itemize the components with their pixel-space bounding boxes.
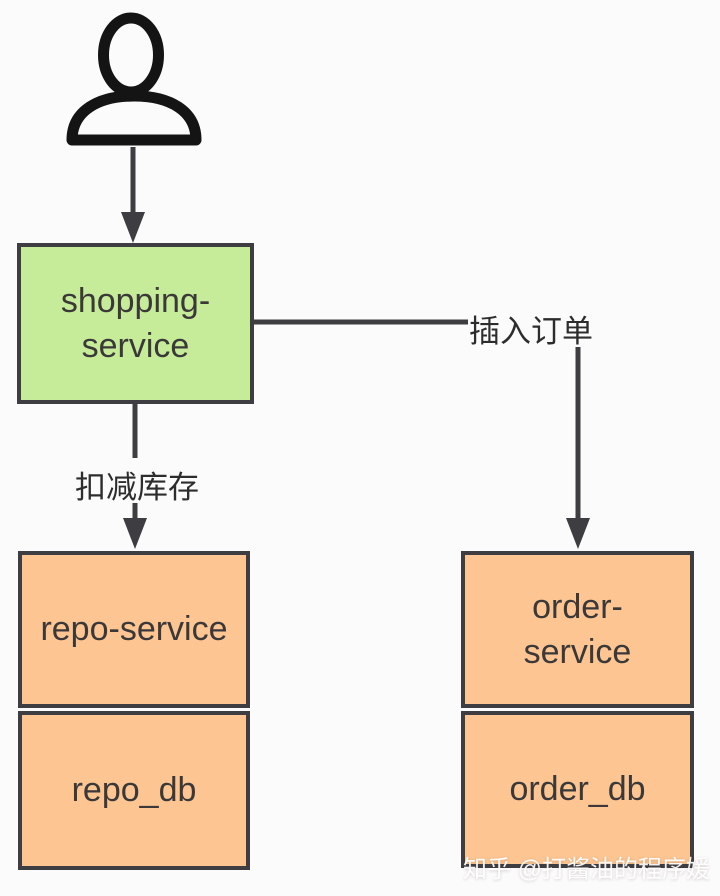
node-order-service-label: order- service — [523, 587, 632, 671]
edge-label-deduct-stock: 扣减库存 — [75, 470, 199, 505]
arrowhead-down-icon — [566, 518, 590, 549]
node-repo-service-label: repo-service — [40, 610, 228, 649]
arrowhead-down-icon — [123, 518, 147, 549]
node-order-db-label: order_db — [509, 770, 646, 809]
node-repo-service: repo-service — [18, 551, 250, 708]
zhihu-watermark: 知乎 @打酱油的程序媛 — [462, 856, 710, 883]
arrow-shopping-to-repo — [123, 404, 147, 549]
arrow-shopping-to-order — [254, 319, 590, 549]
user-shoulders — [66, 90, 202, 146]
arrowhead-down-icon — [121, 212, 145, 243]
node-shopping-service: shopping- service — [17, 243, 254, 404]
node-shopping-service-label: shopping- service — [60, 281, 211, 365]
user-head — [98, 12, 164, 98]
node-order-db: order_db — [461, 711, 694, 868]
node-repo-db: repo_db — [18, 711, 250, 870]
arrow-user-to-shopping — [121, 147, 145, 243]
node-order-service: order- service — [461, 551, 694, 708]
node-repo-db-label: repo_db — [71, 771, 197, 810]
user-icon — [66, 12, 202, 146]
edge-label-insert-order: 插入订单 — [469, 314, 593, 349]
